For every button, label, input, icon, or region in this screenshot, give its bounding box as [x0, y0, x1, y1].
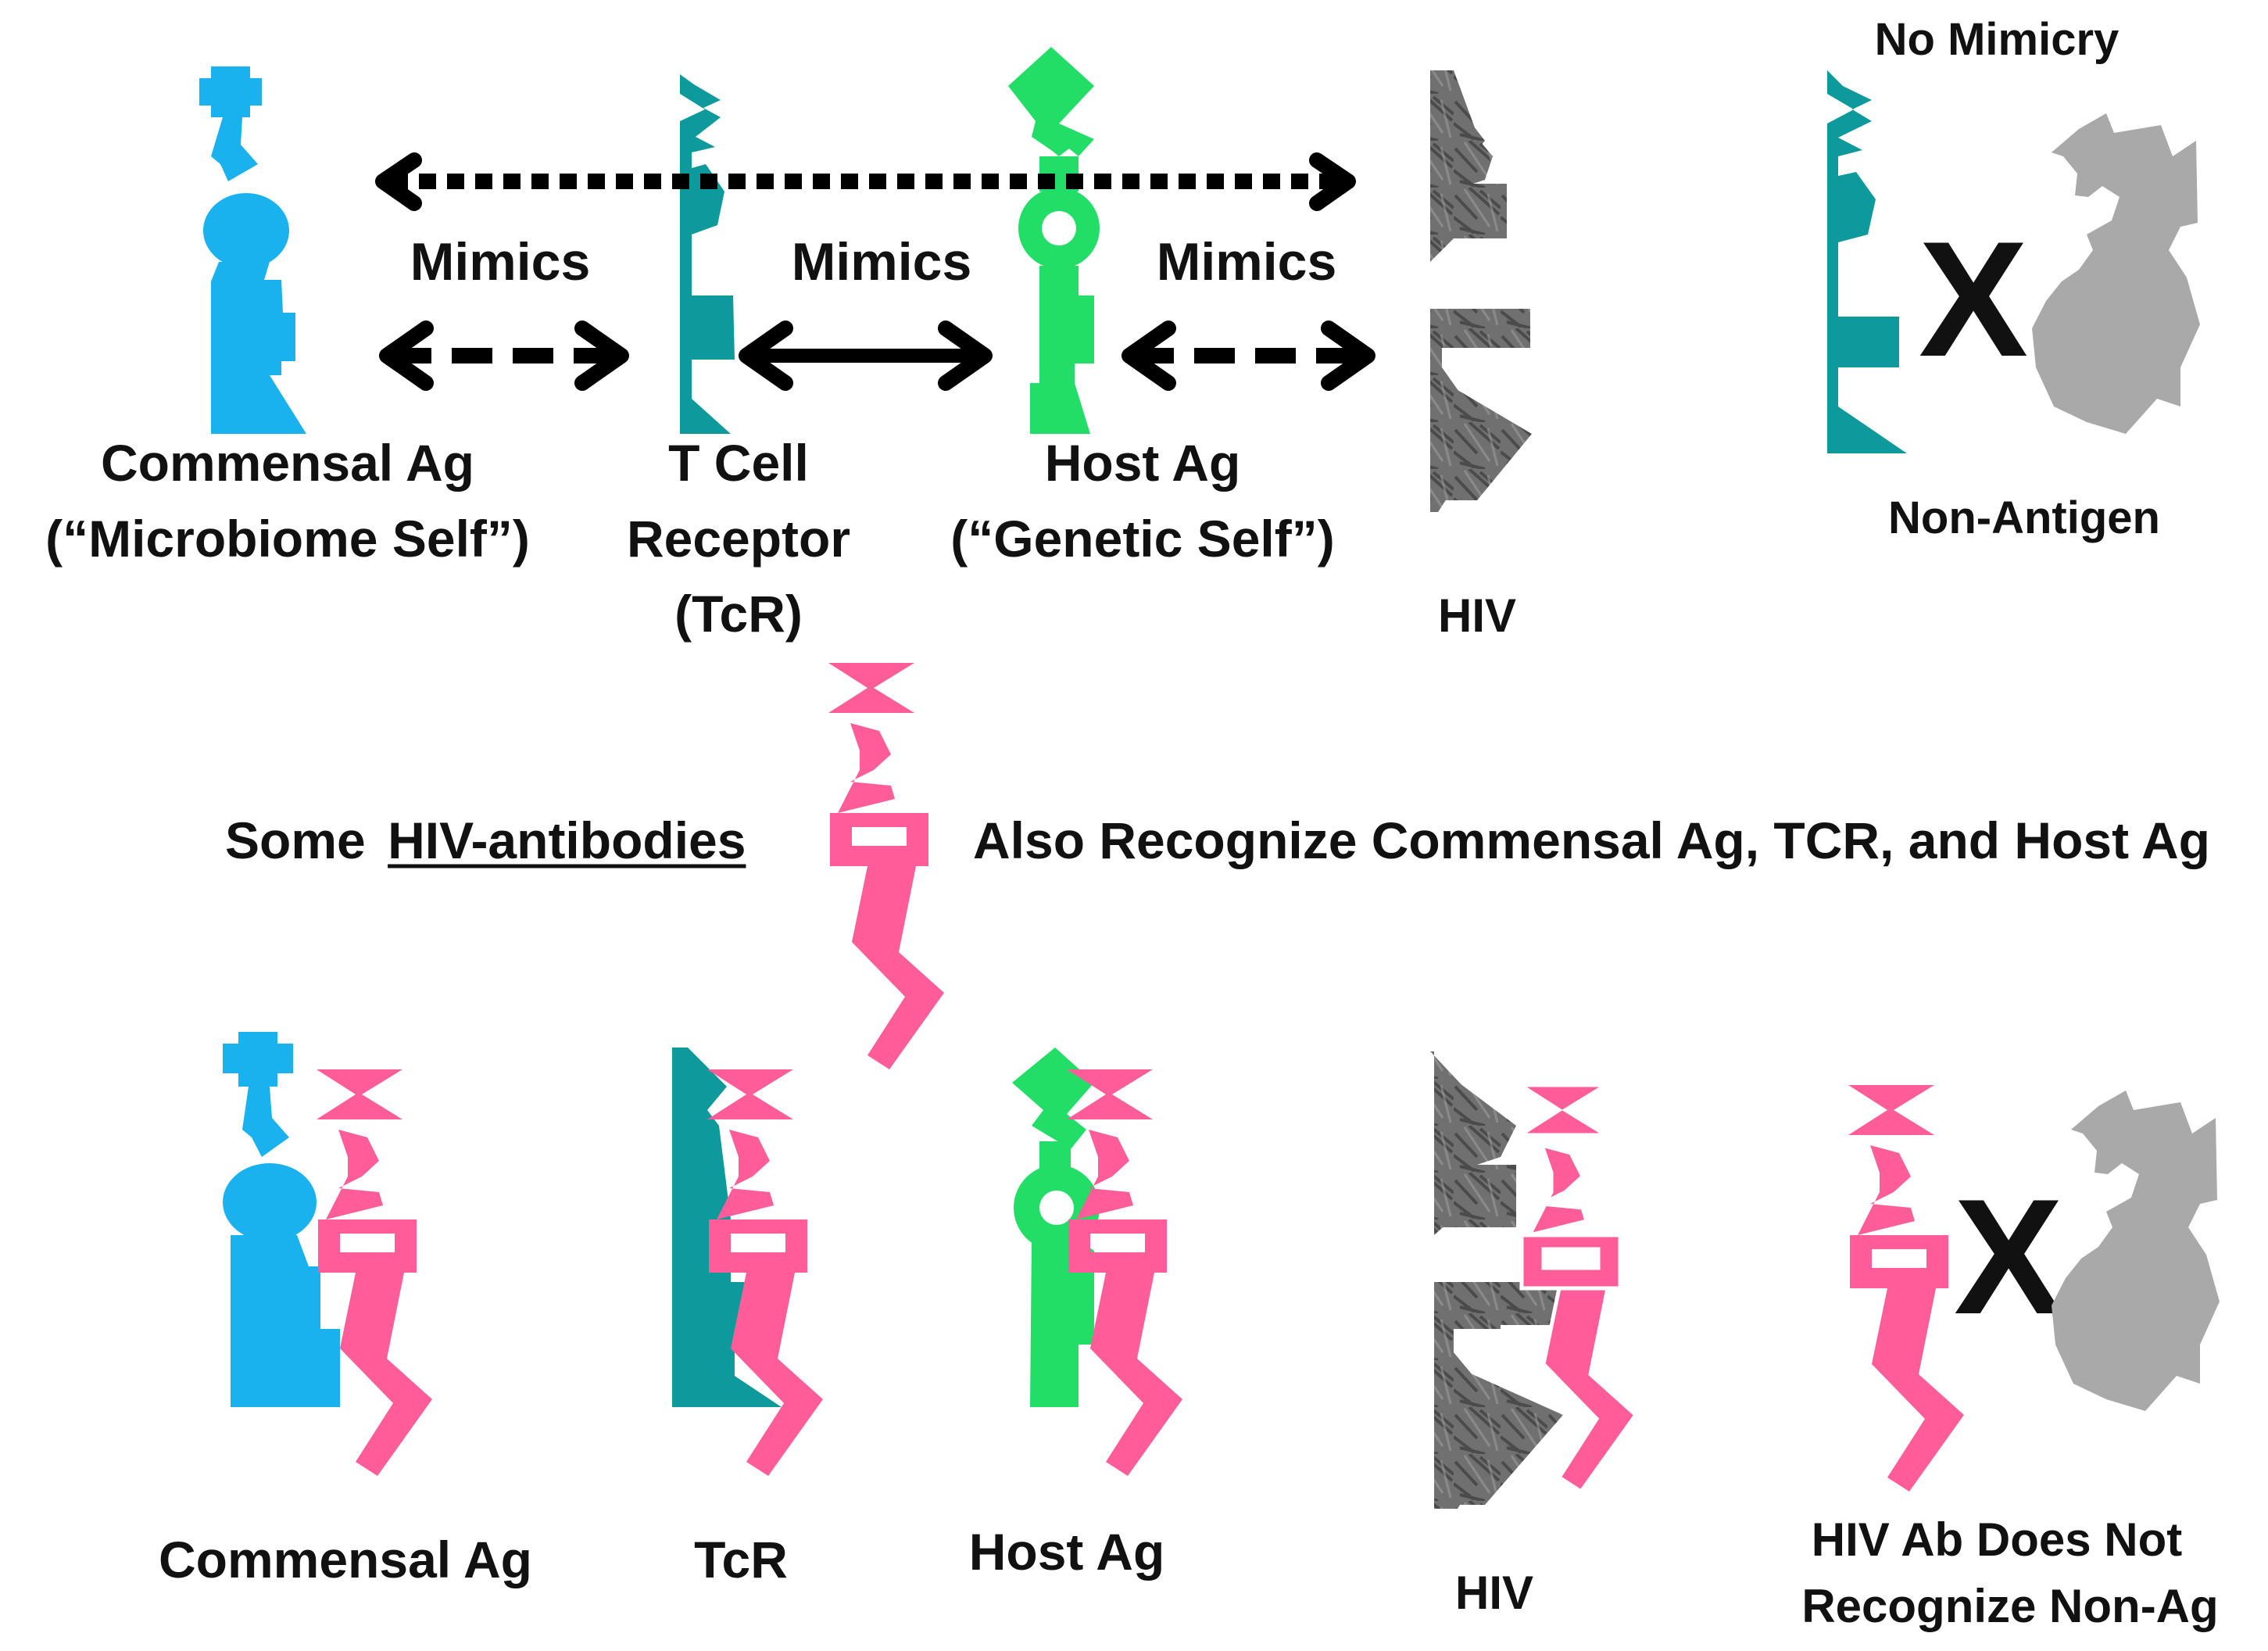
- tcr-shape: [680, 74, 735, 434]
- hiv-label-bottom: HIV: [1455, 1567, 1533, 1619]
- no-recognize-line2: Recognize Non-Ag: [1801, 1580, 2218, 1632]
- x-mark-bottom: X: [1954, 1165, 2063, 1348]
- antibody-unbound: [1848, 1085, 1964, 1492]
- host-label-line2: (“Genetic Self”): [950, 510, 1334, 568]
- mimics-label-3: Mimics: [1157, 232, 1337, 292]
- commensal-label-line1: Commensal Ag: [101, 434, 474, 492]
- non-antigen-shape: [2032, 113, 2200, 434]
- hiv-bound-shape: [1430, 1051, 1563, 1509]
- tcr-label-line1: T Cell: [668, 434, 809, 492]
- hiv-label-top: HIV: [1438, 589, 1516, 642]
- tcr-no-mimicry-shape: [1827, 70, 1907, 453]
- dotted-arrow-left-head: [375, 152, 422, 211]
- tcr-label-line2: Receptor: [627, 510, 850, 568]
- antibody-bound-host: [1067, 1069, 1182, 1476]
- antibody-sentence-rest: Also Recognize Commensal Ag, TCR, and Ho…: [973, 811, 2210, 869]
- host-label-line1: Host Ag: [1045, 434, 1241, 492]
- x-mark-top: X: [1919, 207, 2028, 391]
- no-mimicry-label: No Mimicry: [1875, 14, 2120, 65]
- antibody-sentence-some: Some: [225, 811, 380, 869]
- arrows: [375, 152, 1375, 391]
- antibody-bound-hiv: [1513, 1083, 1639, 1495]
- antibody-bound-commensal: [317, 1069, 432, 1476]
- commensal-label-line2: (“Microbiome Self”): [45, 510, 530, 568]
- antibody-sentence-hiv-antibodies: HIV-antibodies: [388, 811, 746, 869]
- commensal-label-bottom: Commensal Ag: [159, 1531, 532, 1588]
- commensal-antigen-shape: [199, 66, 306, 434]
- mimics-label-1: Mimics: [410, 232, 591, 292]
- dashed-arrow-1-left-head: [379, 321, 434, 391]
- mimics-label-2: Mimics: [792, 232, 972, 292]
- dotted-arrow-right-head: [1309, 152, 1356, 211]
- dashed-arrow-2-right-head: [1321, 321, 1375, 391]
- non-antigen-label: Non-Antigen: [1888, 492, 2160, 543]
- solid-arrow-left-head: [739, 321, 793, 391]
- host-antigen-shape: [1008, 47, 1100, 434]
- hiv-antibody-shape: [828, 663, 944, 1069]
- no-recognize-line1: HIV Ab Does Not: [1812, 1513, 2182, 1566]
- host-label-bottom: Host Ag: [969, 1523, 1165, 1581]
- dashed-arrow-2-left-head: [1121, 321, 1176, 391]
- solid-arrow-right-head: [938, 321, 993, 391]
- dashed-arrow-1-right-head: [574, 321, 629, 391]
- hiv-shape: [1430, 70, 1532, 512]
- tcr-label-line3: (TcR): [674, 585, 803, 643]
- antibody-bound-tcr: [707, 1069, 823, 1476]
- tcr-label-bottom: TcR: [694, 1531, 788, 1588]
- non-antigen-bottom-shape: [2052, 1091, 2220, 1411]
- commensal-antigen-bound-shape: [223, 1032, 340, 1407]
